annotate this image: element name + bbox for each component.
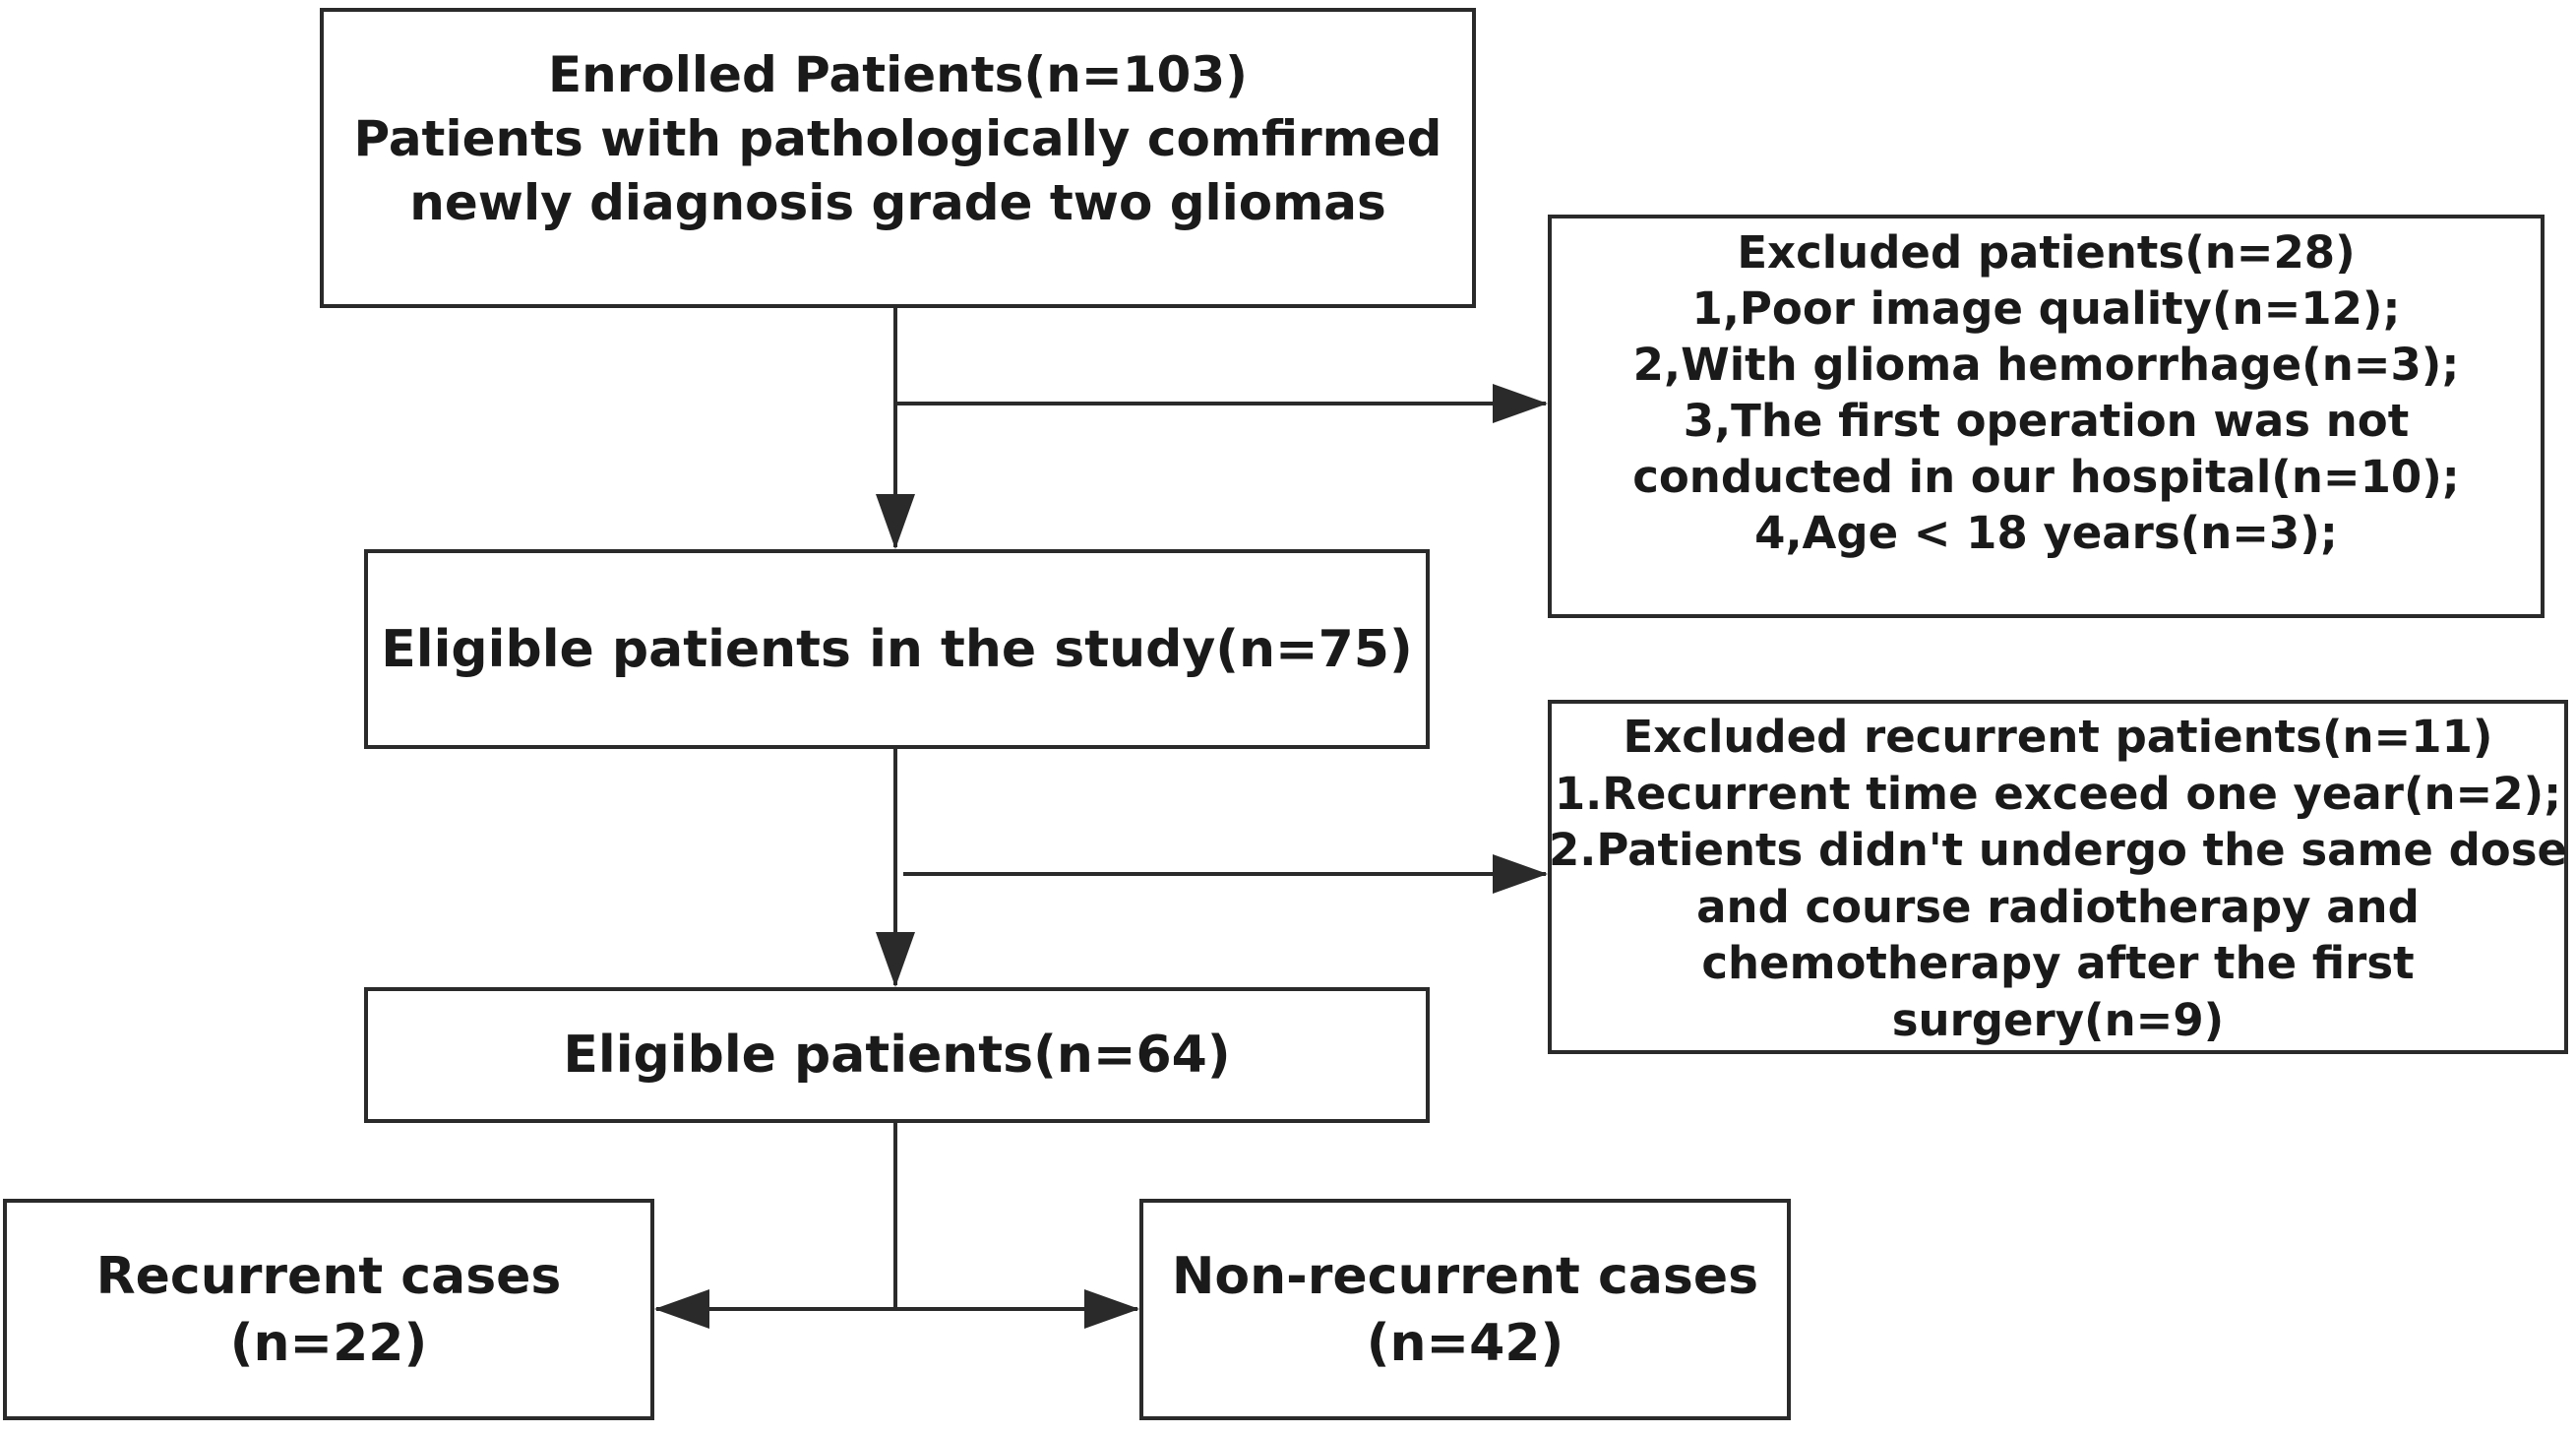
enrolled-patients-box: Enrolled Patients(n=103) Patients with p… bbox=[320, 8, 1476, 308]
excluded-reason-1: 1,Poor image quality(n=12); bbox=[1691, 282, 2401, 335]
excluded-reason-2: 2,With glioma hemorrhage(n=3); bbox=[1632, 339, 2460, 391]
eligible-patients-study-box: Eligible patients in the study(n=75) bbox=[364, 549, 1430, 749]
recurrent-cases-box: Recurrent cases (n=22) bbox=[3, 1199, 654, 1420]
excluded-reason-3-line-2: conducted in our hospital(n=10); bbox=[1632, 451, 2460, 503]
enrolled-criteria-line-1: Patients with pathologically comfirmed bbox=[353, 110, 1442, 167]
non-recurrent-cases-count: (n=42) bbox=[1366, 1313, 1564, 1373]
excluded-recurrent-reason-2-line-4: surgery(n=9) bbox=[1891, 993, 2225, 1046]
excluded-recurrent-reason-2-line-1: 2.Patients didn't undergo the same dose bbox=[1548, 824, 2568, 876]
excluded-recurrent-patients-box: Excluded recurrent patients(n=11) 1.Recu… bbox=[1548, 700, 2568, 1054]
enrolled-title: Enrolled Patients(n=103) bbox=[548, 46, 1248, 103]
eligible-patients-box: Eligible patients(n=64) bbox=[364, 987, 1430, 1123]
excluded-recurrent-reason-1: 1.Recurrent time exceed one year(n=2); bbox=[1554, 767, 2562, 820]
eligible-label: Eligible patients(n=64) bbox=[563, 1026, 1231, 1085]
non-recurrent-cases-box: Non-recurrent cases (n=42) bbox=[1139, 1199, 1791, 1420]
excluded-recurrent-title: Excluded recurrent patients(n=11) bbox=[1623, 711, 2493, 763]
excluded-recurrent-reason-2-line-3: chemotherapy after the first bbox=[1701, 937, 2415, 989]
recurrent-cases-label: Recurrent cases bbox=[95, 1246, 562, 1306]
non-recurrent-cases-label: Non-recurrent cases bbox=[1171, 1246, 1759, 1306]
excluded-recurrent-reason-2-line-2: and course radiotherapy and bbox=[1696, 880, 2420, 933]
eligible-study-label: Eligible patients in the study(n=75) bbox=[381, 619, 1413, 679]
recurrent-cases-count: (n=22) bbox=[229, 1313, 428, 1373]
enrolled-criteria-line-2: newly diagnosis grade two gliomas bbox=[409, 174, 1386, 231]
excluded-reason-4: 4,Age < 18 years(n=3); bbox=[1754, 507, 2338, 559]
excluded-patients-title: Excluded patients(n=28) bbox=[1737, 226, 2356, 279]
excluded-reason-3-line-1: 3,The first operation was not bbox=[1683, 395, 2410, 447]
excluded-patients-box: Excluded patients(n=28) 1,Poor image qua… bbox=[1548, 215, 2545, 618]
